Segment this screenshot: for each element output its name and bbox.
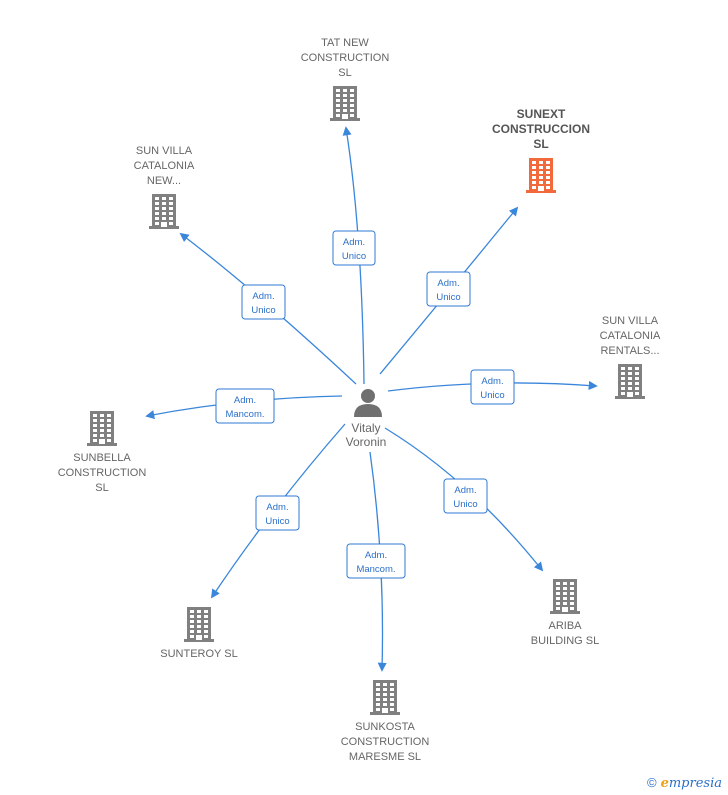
building-icon[interactable] [149,194,179,229]
role-label-sunext[interactable]: Adm. Unico [426,271,471,307]
company-name-line[interactable]: SUN VILLA [136,145,193,157]
role-label-sunkosta[interactable]: Adm. Mancom. [346,543,406,579]
company-name-line[interactable]: RENTALS... [600,345,659,357]
company-node-sunbella[interactable]: SUNBELLA CONSTRUCTION SL [58,411,147,494]
role-text: Adm. [437,278,459,289]
company-node-svc-rentals[interactable]: SUN VILLA CATALONIA RENTALS... [600,315,661,399]
building-icon[interactable] [87,411,117,446]
company-name-line[interactable]: ARIBA [548,620,582,632]
person-icon[interactable] [354,389,382,417]
role-text: Adm. [252,291,274,302]
company-name-line[interactable]: MARESME SL [349,751,421,763]
role-label-svc-new[interactable]: Adm. Unico [241,284,286,320]
role-text: Adm. [481,376,503,387]
company-name-line[interactable]: CONSTRUCTION [341,736,430,748]
company-name-line[interactable]: SUN VILLA [602,315,659,327]
copyright-symbol: © [646,775,657,790]
company-name-line[interactable]: NEW... [147,175,181,187]
company-node-sunkosta[interactable]: SUNKOSTA CONSTRUCTION MARESME SL [341,680,430,763]
company-node-tat[interactable]: TAT NEW CONSTRUCTION SL [301,37,390,121]
company-name-line[interactable]: CONSTRUCCION [492,122,590,136]
company-name-line[interactable]: SL [338,67,351,79]
company-node-svc-new[interactable]: SUN VILLA CATALONIA NEW... [134,145,195,229]
company-name-line[interactable]: SUNEXT [517,107,566,121]
role-label-svc-rentals[interactable]: Adm. Unico [470,369,515,405]
company-name-line[interactable]: SUNBELLA [73,452,131,464]
role-text: Adm. [266,502,288,513]
company-node-sunteroy[interactable]: SUNTEROY SL [160,607,238,660]
role-text: Adm. [343,237,365,248]
company-name-line[interactable]: SL [533,137,548,151]
role-text: Adm. [454,485,476,496]
company-node-ariba[interactable]: ARIBA BUILDING SL [531,579,599,647]
role-text: Mancom. [225,409,264,420]
brand-logo: empresia [660,776,722,791]
role-text: Adm. [365,550,387,561]
building-icon[interactable] [615,364,645,399]
building-icon[interactable] [526,158,556,193]
company-name-line[interactable]: SUNTEROY SL [160,648,237,660]
role-label-tat[interactable]: Adm. Unico [332,230,376,266]
footer-brand[interactable]: ©empresia [647,775,722,791]
building-icon[interactable] [370,680,400,715]
role-text: Unico [265,516,289,527]
company-name-line[interactable]: CONSTRUCTION [301,52,390,64]
building-icon[interactable] [184,607,214,642]
role-text: Unico [453,499,477,510]
company-name-line[interactable]: CATALONIA [600,330,661,342]
company-name-line[interactable]: BUILDING SL [531,635,599,647]
role-label-sunteroy[interactable]: Adm. Unico [255,495,300,531]
company-name-line[interactable]: SL [95,482,108,494]
person-name-line[interactable]: Voronin [346,435,387,449]
person-name-line[interactable]: Vitaly [351,421,380,435]
nodes-layer: TAT NEWCONSTRUCTIONSLSUNEXTCONSTRUCCIONS… [58,37,661,763]
role-label-sunbella[interactable]: Adm. Mancom. [215,388,275,424]
role-text: Mancom. [356,564,395,575]
role-text: Unico [480,390,504,401]
role-label-ariba[interactable]: Adm. Unico [443,478,488,514]
role-text: Adm. [234,395,256,406]
building-icon[interactable] [330,86,360,121]
building-icon[interactable] [550,579,580,614]
company-name-line[interactable]: CONSTRUCTION [58,467,147,479]
role-text: Unico [436,292,460,303]
role-labels-layer: Adm.UnicoAdm.UnicoAdm.UnicoAdm.UnicoAdm.… [215,230,515,579]
role-text: Unico [342,251,366,262]
company-name-line[interactable]: CATALONIA [134,160,195,172]
company-name-line[interactable]: SUNKOSTA [355,721,415,733]
company-name-line[interactable]: TAT NEW [321,37,369,49]
role-text: Unico [251,305,275,316]
